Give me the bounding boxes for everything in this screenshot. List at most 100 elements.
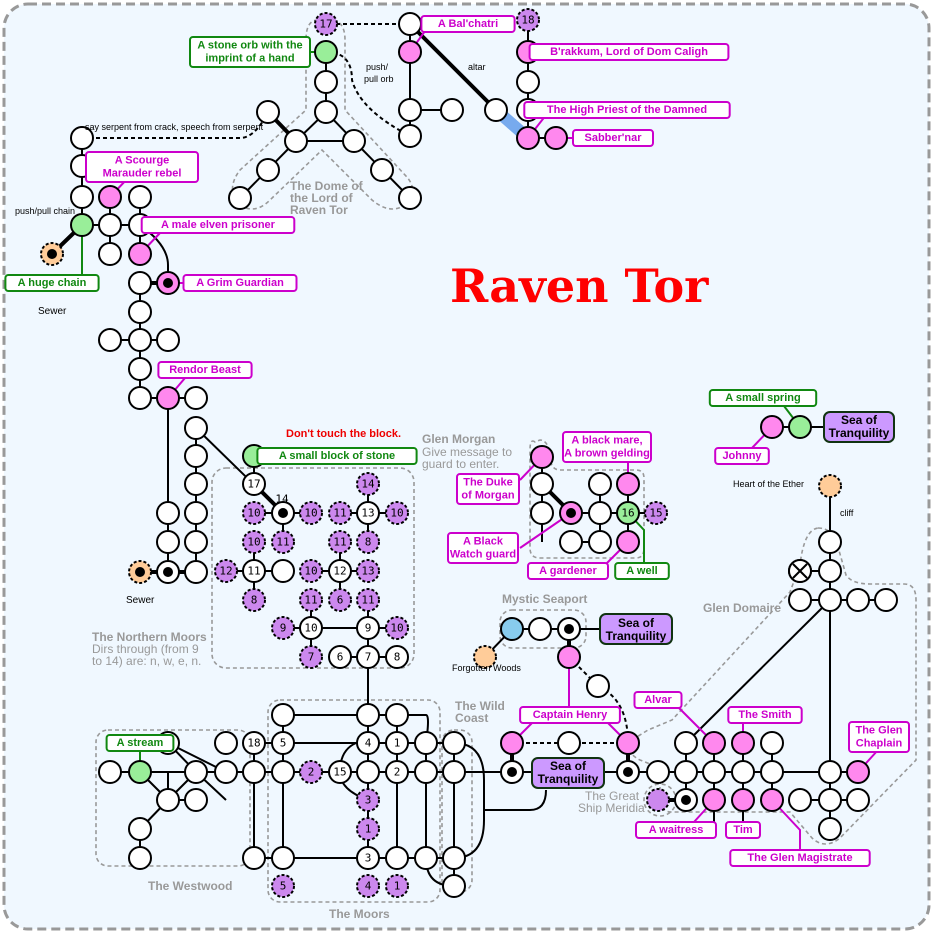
room-node[interactable] xyxy=(588,530,612,554)
room-node[interactable] xyxy=(530,445,554,469)
huge-chain-label[interactable]: A huge chain xyxy=(4,274,100,292)
room-node[interactable] xyxy=(314,40,338,64)
room-node[interactable]: 15 xyxy=(644,501,668,525)
room-node[interactable] xyxy=(184,760,208,784)
room-node[interactable] xyxy=(128,357,152,381)
room-node[interactable] xyxy=(557,731,581,755)
room-node[interactable] xyxy=(385,846,409,870)
room-node[interactable] xyxy=(242,760,266,784)
room-node[interactable] xyxy=(184,416,208,440)
room-node[interactable] xyxy=(128,328,152,352)
room-node[interactable]: 11 xyxy=(242,559,266,583)
room-node[interactable] xyxy=(156,501,180,525)
room-node[interactable] xyxy=(70,185,94,209)
room-node[interactable] xyxy=(544,126,568,150)
room-node[interactable] xyxy=(442,760,466,784)
room-node[interactable]: 11 xyxy=(356,588,380,612)
room-node[interactable] xyxy=(818,559,842,583)
room-node[interactable] xyxy=(557,645,581,669)
room-node[interactable] xyxy=(98,328,122,352)
sabbernar-label[interactable]: Sabber'nar xyxy=(572,129,654,147)
room-node[interactable] xyxy=(788,588,812,612)
room-node[interactable] xyxy=(440,98,464,122)
room-node[interactable] xyxy=(256,100,280,124)
room-node[interactable]: 6 xyxy=(328,588,352,612)
room-node[interactable] xyxy=(184,386,208,410)
room-node[interactable]: 9 xyxy=(356,616,380,640)
room-node[interactable] xyxy=(184,788,208,812)
room-node[interactable]: 13 xyxy=(356,501,380,525)
room-node[interactable]: 2 xyxy=(299,760,323,784)
room-node[interactable] xyxy=(214,731,238,755)
room-node[interactable]: 12 xyxy=(328,559,352,583)
room-node[interactable] xyxy=(128,386,152,410)
room-node[interactable] xyxy=(674,760,698,784)
room-node[interactable] xyxy=(271,760,295,784)
room-node[interactable] xyxy=(760,731,784,755)
room-node[interactable] xyxy=(128,271,152,295)
room-node[interactable] xyxy=(731,731,755,755)
room-node[interactable]: 11 xyxy=(328,501,352,525)
room-node[interactable]: 13 xyxy=(356,559,380,583)
room-node[interactable]: 5 xyxy=(271,874,295,898)
room-node[interactable]: 17 xyxy=(242,472,266,496)
room-node[interactable] xyxy=(398,124,422,148)
room-node[interactable]: 16 xyxy=(616,501,640,525)
room-node[interactable] xyxy=(98,185,122,209)
room-node[interactable] xyxy=(788,788,812,812)
room-node[interactable]: 1 xyxy=(385,731,409,755)
room-node[interactable] xyxy=(818,530,842,554)
room-node[interactable] xyxy=(818,474,842,498)
room-node[interactable] xyxy=(473,645,497,669)
room-node[interactable] xyxy=(271,703,295,727)
room-node[interactable] xyxy=(271,559,295,583)
room-node[interactable]: 10 xyxy=(299,616,323,640)
room-node[interactable]: 11 xyxy=(299,588,323,612)
room-node[interactable] xyxy=(530,472,554,496)
room-node[interactable] xyxy=(702,731,726,755)
room-node[interactable] xyxy=(516,126,540,150)
room-node[interactable]: 15 xyxy=(328,760,352,784)
room-node[interactable] xyxy=(760,760,784,784)
room-node[interactable] xyxy=(484,98,508,122)
room-node[interactable] xyxy=(414,846,438,870)
room-node[interactable]: 1 xyxy=(356,817,380,841)
room-node[interactable]: 18 xyxy=(516,8,540,32)
well-label[interactable]: A well xyxy=(614,562,670,580)
room-node[interactable] xyxy=(356,760,380,784)
room-node[interactable] xyxy=(442,846,466,870)
room-node[interactable] xyxy=(398,186,422,210)
room-node[interactable] xyxy=(314,100,338,124)
room-node[interactable] xyxy=(398,40,422,64)
room-node[interactable] xyxy=(674,731,698,755)
room-node[interactable] xyxy=(500,617,524,641)
room-node[interactable] xyxy=(760,415,784,439)
rendor-beast-label[interactable]: Rendor Beast xyxy=(157,361,253,379)
room-node[interactable] xyxy=(128,185,152,209)
room-node[interactable]: 3 xyxy=(356,788,380,812)
room-node[interactable] xyxy=(588,501,612,525)
room-node[interactable] xyxy=(818,817,842,841)
room-node[interactable] xyxy=(530,501,554,525)
room-node[interactable]: 18 xyxy=(242,731,266,755)
room-node[interactable] xyxy=(616,530,640,554)
room-node[interactable] xyxy=(385,703,409,727)
room-node[interactable] xyxy=(442,731,466,755)
sea-of-tranquility-spring[interactable]: Sea of Tranquility xyxy=(823,411,895,443)
room-node[interactable] xyxy=(242,846,266,870)
room-node[interactable] xyxy=(128,300,152,324)
room-node[interactable] xyxy=(184,560,208,584)
room-node[interactable] xyxy=(128,846,152,870)
room-node[interactable] xyxy=(702,760,726,784)
room-node[interactable] xyxy=(414,760,438,784)
room-node[interactable] xyxy=(228,186,252,210)
room-node[interactable] xyxy=(284,129,308,153)
tim-label[interactable]: Tim xyxy=(725,821,761,839)
room-node[interactable]: 4 xyxy=(356,874,380,898)
room-node[interactable] xyxy=(702,788,726,812)
room-node[interactable]: 1 xyxy=(385,874,409,898)
room-node[interactable]: 8 xyxy=(385,645,409,669)
room-node[interactable]: 14 xyxy=(356,472,380,496)
room-node[interactable]: 7 xyxy=(299,645,323,669)
